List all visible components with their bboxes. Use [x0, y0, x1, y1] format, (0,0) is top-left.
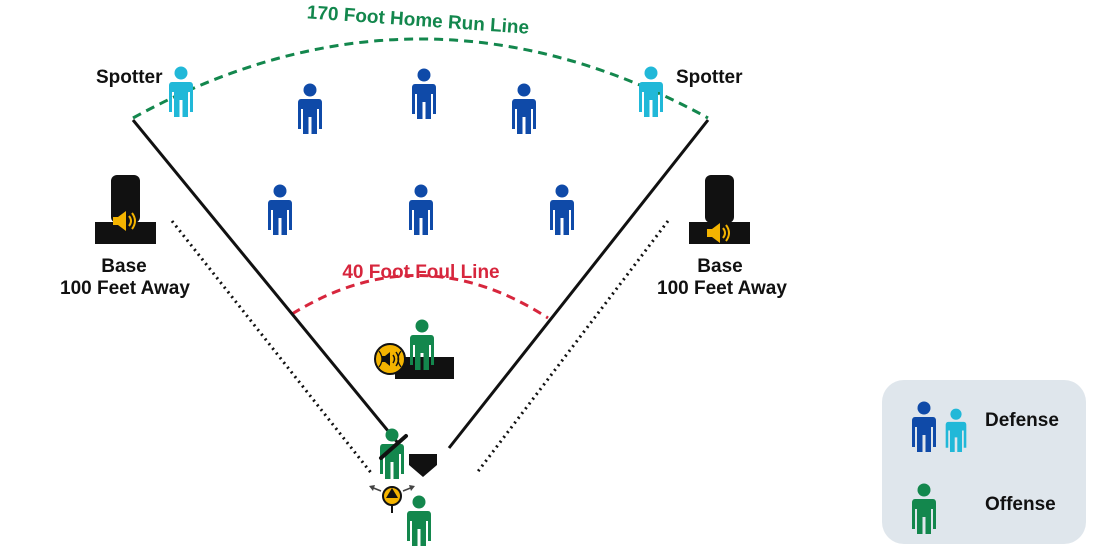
defense-player-icon — [298, 83, 322, 134]
offense-icons — [912, 483, 936, 534]
legend-offense: Offense — [882, 472, 1086, 542]
home-plate — [409, 454, 437, 477]
defense-player-icon — [268, 184, 292, 235]
legend-offense-label: Offense — [985, 494, 1056, 515]
defense-icons — [912, 401, 967, 452]
offense-icon — [912, 483, 936, 534]
left-foul-line — [131, 119, 404, 449]
catcher-icon — [407, 495, 431, 546]
defense-player-icon — [550, 184, 574, 235]
base-right-label: Base — [697, 256, 742, 277]
legend-defense: Defense — [882, 390, 1086, 460]
home-run-line — [132, 37, 709, 120]
home-run-line-label: 170 Foot Home Run Line — [306, 2, 530, 38]
foul-line-label: 40 Foot Foul Line — [342, 262, 499, 283]
spotter-right-label: Spotter — [676, 67, 743, 88]
left-dotted-line — [170, 220, 374, 475]
base-left-label: Base — [101, 256, 146, 277]
spotter-icon — [945, 408, 967, 452]
foul-line — [291, 274, 549, 320]
speaker-icon — [113, 211, 136, 231]
bat-icon — [379, 434, 408, 460]
defense-player-icon — [412, 68, 436, 119]
base-right — [689, 175, 750, 244]
base-right-distance: 100 Feet Away — [657, 278, 787, 299]
defense-player-icon — [409, 184, 433, 235]
base-left-distance: 100 Feet Away — [60, 278, 190, 299]
beeping-ball-icon — [374, 343, 406, 375]
legend: Defense Offense — [882, 380, 1086, 544]
spotter-right-icon — [639, 66, 663, 117]
spotter-left-label: Spotter — [96, 67, 163, 88]
spotter-left-icon — [169, 66, 193, 117]
right-dotted-line — [474, 220, 670, 475]
defense-icon — [912, 401, 936, 452]
base-left — [95, 175, 156, 244]
home-beeper-icon — [369, 485, 415, 513]
legend-defense-label: Defense — [985, 410, 1059, 431]
defense-player-icon — [512, 83, 536, 134]
right-foul-line — [447, 119, 710, 449]
speaker-icon — [707, 223, 730, 243]
